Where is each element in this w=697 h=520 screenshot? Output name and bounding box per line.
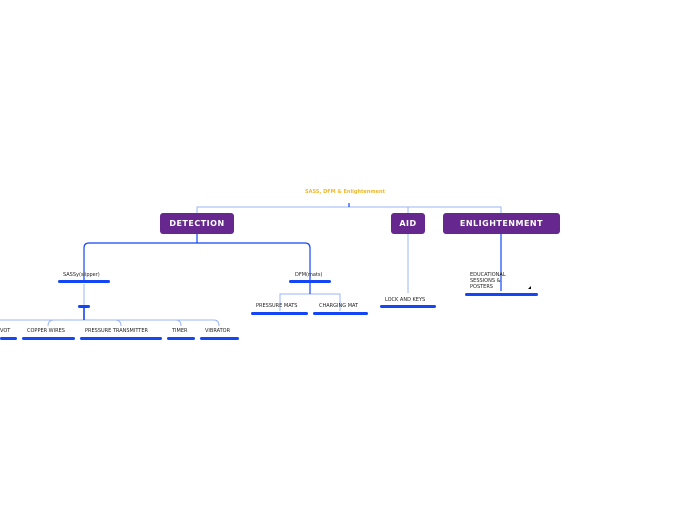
child-underline [380, 305, 436, 308]
child-underline [465, 293, 538, 296]
enlightenment-child[interactable]: EDUCATIONAL SESSIONS & POSTERS [470, 272, 506, 290]
child-underline [22, 337, 75, 340]
dfm-node[interactable]: DFM(mats) [295, 272, 323, 278]
dfm-underline [289, 280, 331, 283]
child-underline [80, 337, 162, 340]
root-topic[interactable]: SASS, DFM & Enlightenment [305, 189, 385, 195]
aid-node[interactable]: AID [391, 213, 425, 234]
sassy-child[interactable]: VIBRATOR [205, 328, 231, 334]
sassy-child[interactable]: COPPER WIRES [27, 328, 65, 334]
dfm-child[interactable]: PRESSURE MATS [256, 303, 298, 309]
sassy-node[interactable]: SASSy(slipper) [63, 272, 100, 278]
child-underline [167, 337, 195, 340]
child-underline [0, 337, 17, 340]
sassy-underline [58, 280, 110, 283]
note-indicator-icon[interactable] [528, 286, 531, 289]
aid-child[interactable]: LOCK AND KEYS [385, 297, 426, 303]
sassy-collapse-handle[interactable] [78, 305, 90, 308]
sassy-child[interactable]: PRESSURE TRANSMITTER [85, 328, 148, 334]
sassy-child[interactable]: TIMER [172, 328, 188, 334]
dfm-child[interactable]: CHARGING MAT [319, 303, 359, 309]
sassy-child[interactable]: VOT [0, 328, 11, 334]
child-underline [200, 337, 239, 340]
enlightenment-node[interactable]: ENLIGHTENMENT [443, 213, 560, 234]
child-underline [251, 312, 308, 315]
child-underline [313, 312, 368, 315]
detection-node[interactable]: DETECTION [160, 213, 234, 234]
